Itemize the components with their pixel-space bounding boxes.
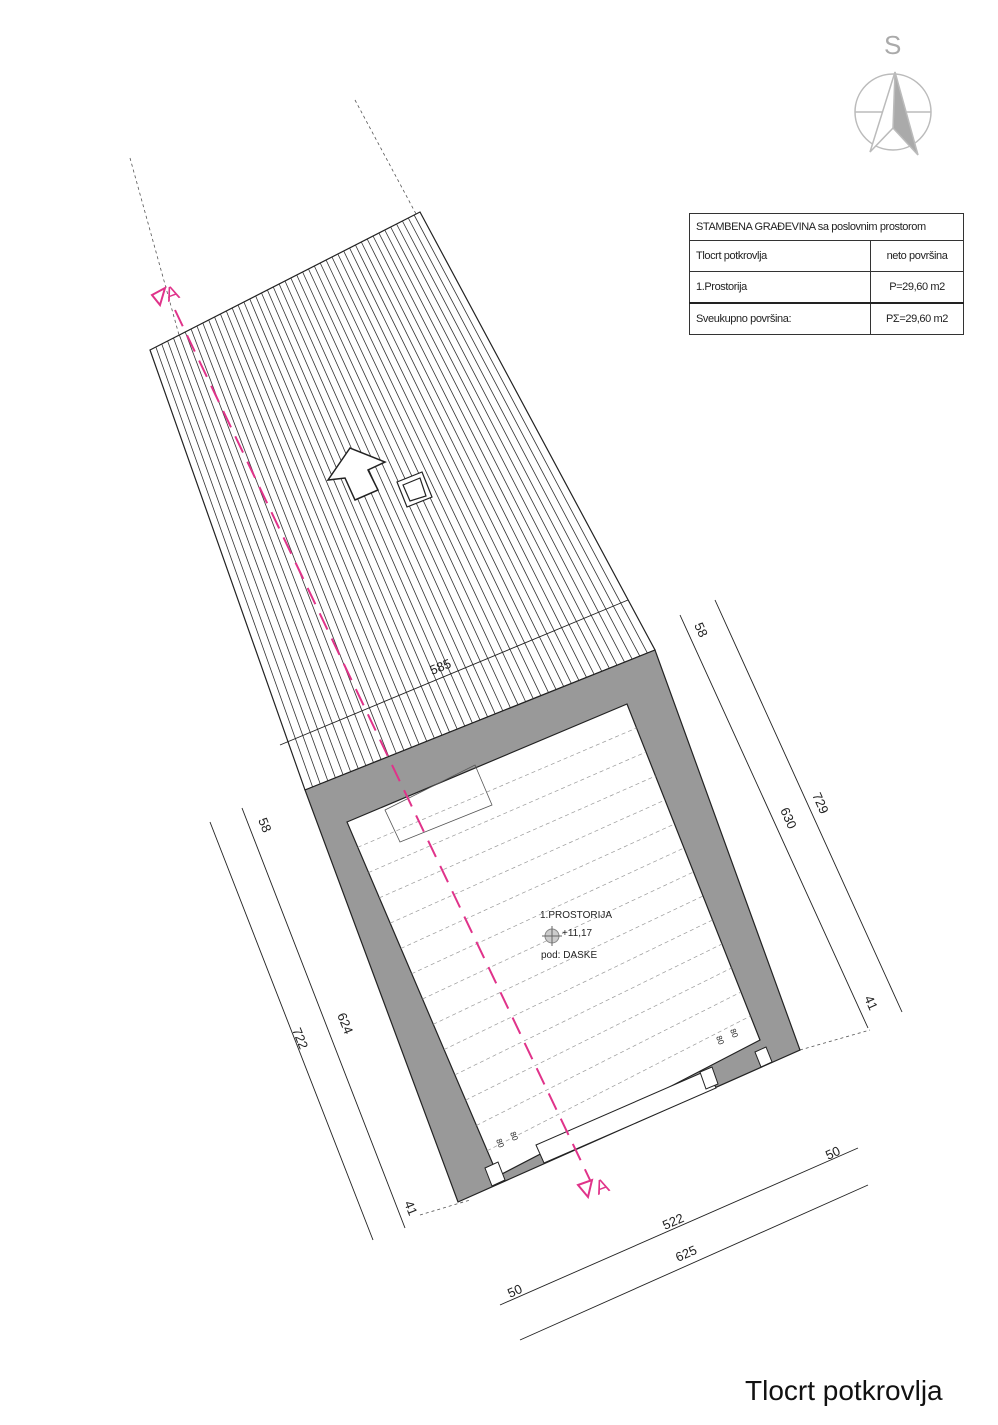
roof-hatch-line xyxy=(267,289,458,730)
roof-hatch-line xyxy=(349,247,565,687)
roof-hatch-line xyxy=(173,337,336,778)
room-name: 1.PROSTORIJA xyxy=(540,910,612,921)
roof-hatch-line xyxy=(278,283,473,724)
room-level: +11,17 xyxy=(562,928,593,939)
floor-board-line xyxy=(433,895,704,1025)
roof-hatch-line xyxy=(167,340,329,782)
roof-hatch-line xyxy=(272,286,466,727)
roof-hatch-line xyxy=(290,277,488,718)
dim-bottom-outer: 625 xyxy=(673,1242,699,1265)
level-marker-icon xyxy=(542,926,562,946)
section-line xyxy=(174,309,591,1181)
roof-hatched xyxy=(149,211,656,791)
area-row-label: Sveukupno površina: xyxy=(689,302,871,335)
floor-board-line xyxy=(487,1015,751,1152)
roof-hatch-line xyxy=(331,256,542,696)
roof-hatch-line xyxy=(237,304,420,745)
area-table: STAMBENA GRAĐEVINA sa poslovnim prostoro… xyxy=(689,213,964,335)
roof-hatch-line xyxy=(243,301,428,742)
area-row-label: Tlocrt potkrovlja xyxy=(689,240,871,272)
roof-hatch-line xyxy=(184,331,352,772)
roof-hatch-line xyxy=(372,235,595,675)
floor-board-line xyxy=(454,943,723,1076)
area-table-header: STAMBENA GRAĐEVINA sa poslovnim prostoro… xyxy=(689,213,964,241)
section-marker-top xyxy=(150,285,167,308)
dim-door-b1: 80 xyxy=(714,1034,726,1046)
roof-hatch-line xyxy=(208,319,382,760)
floor-board-line xyxy=(357,727,637,848)
roof-hatch-line xyxy=(155,346,313,788)
dim-bottom-inner: 522 xyxy=(660,1210,686,1233)
roof-hatch-line xyxy=(296,274,496,715)
roof-hatch-line xyxy=(413,214,648,654)
roof-hatch-line xyxy=(325,259,534,699)
roof-hatch-line xyxy=(407,217,641,657)
roof-hatch-line xyxy=(396,223,625,663)
drawing-title: Tlocrt potkrovlja xyxy=(745,1375,943,1406)
dim-right-outer: 729 xyxy=(809,790,832,816)
roof-hatch-line xyxy=(366,238,587,678)
compass-label: S xyxy=(884,30,902,60)
floor-board-line xyxy=(379,775,656,899)
roof-hatch-line xyxy=(255,295,443,736)
floor-board-line xyxy=(400,823,675,949)
roof-hatch-line xyxy=(190,328,359,769)
roof-hatch-line xyxy=(384,229,610,669)
dim-right-inner: 630 xyxy=(777,805,800,831)
roof-hatch-line xyxy=(261,292,450,733)
area-row-value: PΣ=29,60 m2 xyxy=(870,302,964,335)
floor-board-line xyxy=(411,847,685,975)
dim-door-a1: 80 xyxy=(494,1137,506,1149)
openings xyxy=(484,1046,773,1187)
roof-hatch-line xyxy=(284,280,481,721)
roof-hatch-line xyxy=(360,241,580,681)
roof-hatch-line xyxy=(225,310,405,751)
roof-hatch-line xyxy=(390,226,618,666)
north-arrow-icon xyxy=(854,71,932,156)
floor-board-line xyxy=(368,751,647,873)
roof-hatch-line xyxy=(355,244,572,684)
floor-board-line xyxy=(476,991,742,1126)
skylight-icon xyxy=(396,471,433,508)
dim-door-b2: 80 xyxy=(728,1027,740,1039)
section-label-top: A xyxy=(162,281,183,306)
walls xyxy=(304,649,801,1203)
roof-hatch-line xyxy=(202,322,374,763)
area-row-value: P=29,60 m2 xyxy=(870,271,964,304)
floor-board-line xyxy=(465,967,732,1101)
dim-bottom-right: 50 xyxy=(823,1143,842,1163)
roof-hatch-line xyxy=(178,334,344,775)
roof-hatch-line xyxy=(337,253,549,693)
dim-door-a2: 80 xyxy=(508,1130,520,1142)
roof-hatch-line xyxy=(231,307,412,748)
dim-left-inner: 624 xyxy=(334,1011,356,1037)
roof-hatch-line xyxy=(214,316,390,757)
dim-left-top: 58 xyxy=(255,816,274,835)
room-floor: pod: DASKE xyxy=(541,950,597,961)
dim-left-bottom: 41 xyxy=(401,1199,420,1218)
roof-hatch-line xyxy=(249,298,435,739)
area-row-label: 1.Prostorija xyxy=(689,271,871,304)
roof-hatch-line xyxy=(220,313,397,754)
dim-bottom-left: 50 xyxy=(505,1281,524,1301)
dim-right-bottom: 41 xyxy=(861,993,881,1012)
roof-arrow-icon xyxy=(326,447,387,501)
dim-left-outer: 722 xyxy=(289,1026,311,1052)
dimension-lines xyxy=(209,599,903,1341)
roof-hatch-line xyxy=(402,220,633,660)
floor-board-line xyxy=(389,799,666,924)
section-marker-bottom xyxy=(576,1178,594,1200)
roof-hatch-line xyxy=(161,343,321,785)
dim-right-top: 58 xyxy=(691,620,711,639)
section-label-bottom: A xyxy=(592,1174,613,1199)
stair-opening xyxy=(384,764,493,843)
roof-hatch-line xyxy=(378,232,603,672)
floor-board-line xyxy=(443,919,713,1050)
roof-hatch-line xyxy=(343,250,557,690)
area-row-value: neto površina xyxy=(870,240,964,272)
roof-hatch-line xyxy=(196,325,367,766)
